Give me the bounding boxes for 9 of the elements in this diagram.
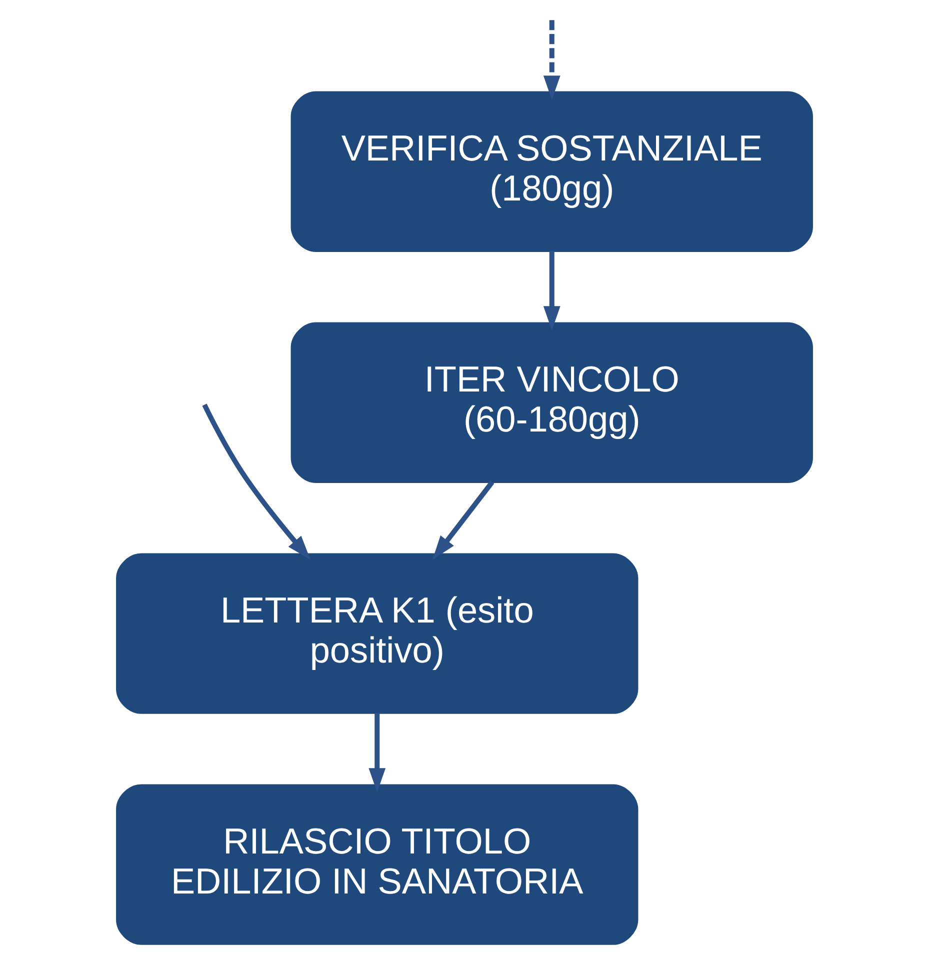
node-box: ITER VINCOLO (60-180gg) — [290, 322, 812, 482]
node-box: VERIFICA SOSTANZIALE (180gg) — [290, 90, 812, 252]
node-box: LETTERA K1 (esito positivo) — [116, 552, 638, 714]
arrow — [542, 20, 560, 100]
arrow — [368, 712, 386, 792]
arrow — [542, 250, 560, 330]
arrow — [432, 480, 494, 560]
node-box: RILASCIO TITOLO EDILIZIO IN SANATORIA — [116, 784, 638, 944]
arrow — [202, 403, 310, 560]
